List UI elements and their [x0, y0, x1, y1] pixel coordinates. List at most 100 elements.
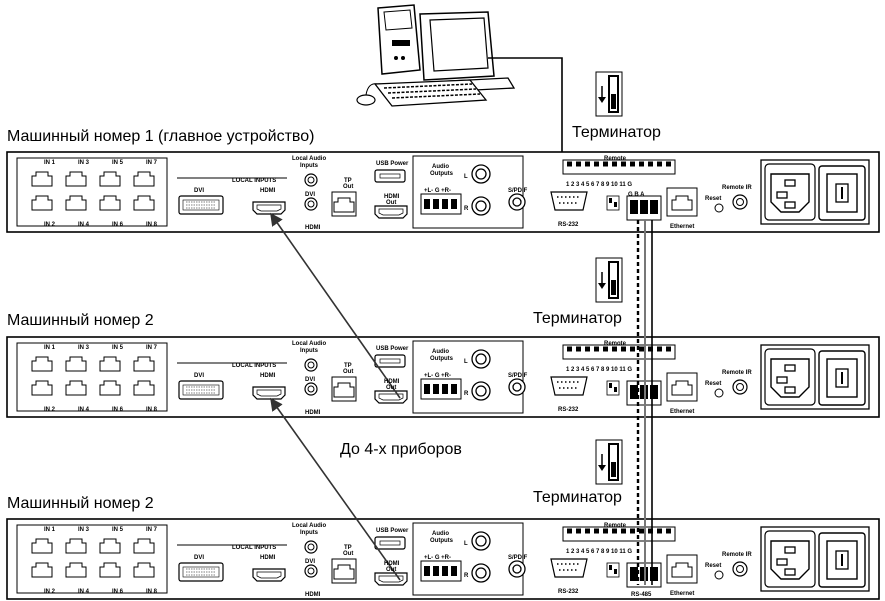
unit-3-title: Машинный номер 2	[7, 495, 154, 512]
audio-dvi-label: DVI	[305, 377, 315, 383]
input-label: IN 8	[146, 589, 158, 595]
input-label: IN 7	[146, 345, 158, 351]
input-label: IN 1	[44, 527, 56, 533]
hdmi-out-label: HDMI	[384, 379, 400, 385]
audio-hdmi-label: HDMI	[305, 225, 321, 231]
tp-label: Out	[343, 369, 353, 375]
local-audio-label: Inputs	[300, 530, 319, 536]
audio-outputs-label: Audio	[432, 531, 449, 537]
audio-r-label: R	[464, 391, 469, 397]
unit-2-title: Машинный номер 2	[7, 312, 154, 329]
local-inputs-label: LOCAL INPUTS	[232, 178, 276, 184]
local-audio-label: Local Audio	[292, 341, 326, 347]
terminator-icon-2	[595, 257, 623, 303]
audio-outputs-label: Audio	[432, 164, 449, 170]
remote-pins-label: 1 2 3 4 5 6 7 8 9 10 11 G	[566, 549, 632, 555]
input-label: IN 1	[44, 160, 56, 166]
input-label: IN 3	[78, 345, 90, 351]
audio-hdmi-label: HDMI	[305, 410, 321, 416]
usb-label: USB Power	[376, 528, 409, 534]
local-audio-label: Local Audio	[292, 156, 326, 162]
hdmi-out-label: HDMI	[384, 561, 400, 567]
terminator-label-1: Терминатор	[572, 124, 661, 141]
up-to-4-devices-label: До 4-х приборов	[340, 441, 462, 458]
audio-l-label: L	[464, 541, 468, 547]
input-label: IN 2	[44, 589, 56, 595]
hdmi-link-arrow-1	[270, 212, 401, 399]
input-label: IN 5	[112, 527, 124, 533]
remote-pins-label: 1 2 3 4 5 6 7 8 9 10 11 G	[566, 367, 632, 373]
tp-label: TP	[344, 178, 352, 184]
reset-label: Reset	[705, 563, 721, 569]
remote-label: Remote	[604, 156, 627, 162]
input-label: IN 2	[44, 222, 56, 228]
terminator-icon-3	[595, 439, 623, 485]
input-label: IN 8	[146, 222, 158, 228]
local-audio-label: Inputs	[300, 163, 319, 169]
audio-dvi-label: DVI	[305, 559, 315, 565]
local-audio-label: Inputs	[300, 348, 319, 354]
dvi-label: DVI	[194, 188, 204, 194]
input-label: IN 6	[112, 407, 124, 413]
audio-r-label: R	[464, 573, 469, 579]
hdmi-label: HDMI	[260, 555, 276, 561]
tp-label: TP	[344, 545, 352, 551]
rs232-label: RS-232	[558, 407, 579, 413]
audio-l-label: L	[464, 174, 468, 180]
rs232-label: RS-232	[558, 222, 579, 228]
terminator-label-3: Терминатор	[533, 489, 622, 506]
terminator-label-2: Терминатор	[533, 310, 622, 327]
remote-ir-label: Remote IR	[722, 185, 752, 191]
tp-label: Out	[343, 184, 353, 190]
local-inputs-label: LOCAL INPUTS	[232, 545, 276, 551]
audio-r-label: R	[464, 206, 469, 212]
local-inputs-label: LOCAL INPUTS	[232, 363, 276, 369]
hdmi-out-label: HDMI	[384, 194, 400, 200]
ethernet-label: Ethernet	[670, 409, 694, 415]
spdif-label: S/PDIF	[508, 188, 528, 194]
input-label: IN 4	[78, 407, 90, 413]
rs485-bus	[636, 220, 653, 585]
audio-l-label: L	[464, 359, 468, 365]
spdif-label: S/PDIF	[508, 555, 528, 561]
input-label: IN 1	[44, 345, 56, 351]
remote-ir-label: Remote IR	[722, 552, 752, 558]
remote-ir-label: Remote IR	[722, 370, 752, 376]
hdmi-out-label: Out	[386, 385, 396, 391]
audio-pins-label: +L- G +R-	[424, 373, 451, 379]
input-label: IN 6	[112, 222, 124, 228]
input-label: IN 4	[78, 222, 90, 228]
remote-label: Remote	[604, 341, 627, 347]
remote-label: Remote	[604, 523, 627, 529]
local-audio-label: Local Audio	[292, 523, 326, 529]
hdmi-link-arrow-2	[270, 397, 401, 581]
input-label: IN 4	[78, 589, 90, 595]
audio-outputs-label: Audio	[432, 349, 449, 355]
reset-label: Reset	[705, 196, 721, 202]
input-label: IN 7	[146, 527, 158, 533]
computer-icon	[356, 4, 516, 107]
input-label: IN 8	[146, 407, 158, 413]
dvi-label: DVI	[194, 555, 204, 561]
audio-outputs-label: Outputs	[430, 171, 454, 177]
remote-pins-label: 1 2 3 4 5 6 7 8 9 10 11 G	[566, 182, 632, 188]
ethernet-label: Ethernet	[670, 591, 694, 597]
audio-pins-label: +L- G +R-	[424, 555, 451, 561]
hdmi-out-label: Out	[386, 567, 396, 573]
rs485-label: RS-485	[631, 592, 652, 598]
hdmi-out-label: Out	[386, 200, 396, 206]
tp-label: Out	[343, 551, 353, 557]
audio-outputs-label: Outputs	[430, 356, 454, 362]
input-label: IN 5	[112, 345, 124, 351]
spdif-label: S/PDIF	[508, 373, 528, 379]
audio-outputs-label: Outputs	[430, 538, 454, 544]
rs232-label: RS-232	[558, 589, 579, 595]
input-label: IN 2	[44, 407, 56, 413]
usb-label: USB Power	[376, 161, 409, 167]
dvi-label: DVI	[194, 373, 204, 379]
hdmi-label: HDMI	[260, 188, 276, 194]
audio-dvi-label: DVI	[305, 192, 315, 198]
hdmi-label: HDMI	[260, 373, 276, 379]
audio-pins-label: +L- G +R-	[424, 188, 451, 194]
